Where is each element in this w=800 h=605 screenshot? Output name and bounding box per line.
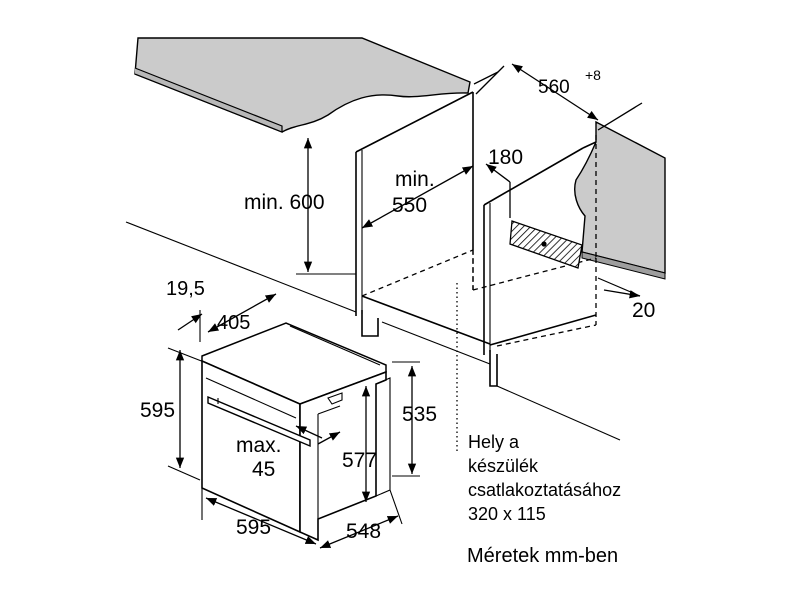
label-handle-max: max. — [236, 434, 282, 457]
units-note: Méretek mm-ben — [467, 545, 618, 567]
label-top-depth: 405 — [217, 312, 250, 334]
label-cabinet-width-tolerance: +8 — [585, 67, 601, 83]
niche-outline — [361, 135, 597, 347]
connection-note-line-4: 320 x 115 — [468, 504, 546, 524]
connection-note-line-1: Hely a — [468, 432, 520, 452]
dimension-labels: 560 +8 min. 600 min. 550 180 20 19,5 405… — [140, 67, 655, 543]
label-handle-max-value: 45 — [252, 458, 275, 481]
connection-area — [509, 220, 583, 269]
right-cabinet — [483, 141, 597, 387]
label-rear-height: 535 — [402, 403, 437, 426]
dimension-lines — [167, 63, 643, 549]
right-worktop — [574, 120, 666, 280]
floor-lines — [125, 221, 621, 441]
connection-note: Hely a készülék csatlakoztatásához 320 x… — [468, 432, 621, 524]
left-cabinet — [355, 91, 491, 345]
label-cabinet-width: 560 — [538, 77, 570, 98]
connection-note-line-3: csatlakoztatásához — [468, 480, 621, 500]
label-oven-height: 595 — [140, 399, 175, 422]
left-worktop — [134, 37, 471, 133]
label-side-gap: 20 — [632, 299, 655, 322]
label-front-offset: 19,5 — [166, 278, 205, 300]
connection-note-line-2: készülék — [468, 456, 539, 476]
label-min-height: min. 600 — [244, 191, 325, 214]
label-rear-gap: 180 — [488, 146, 523, 169]
label-min-depth-2: 550 — [392, 194, 427, 217]
label-body-height: 577 — [342, 449, 377, 472]
label-min-depth-1: min. — [395, 168, 435, 191]
label-oven-depth: 548 — [346, 520, 381, 543]
label-oven-width: 595 — [236, 516, 271, 539]
